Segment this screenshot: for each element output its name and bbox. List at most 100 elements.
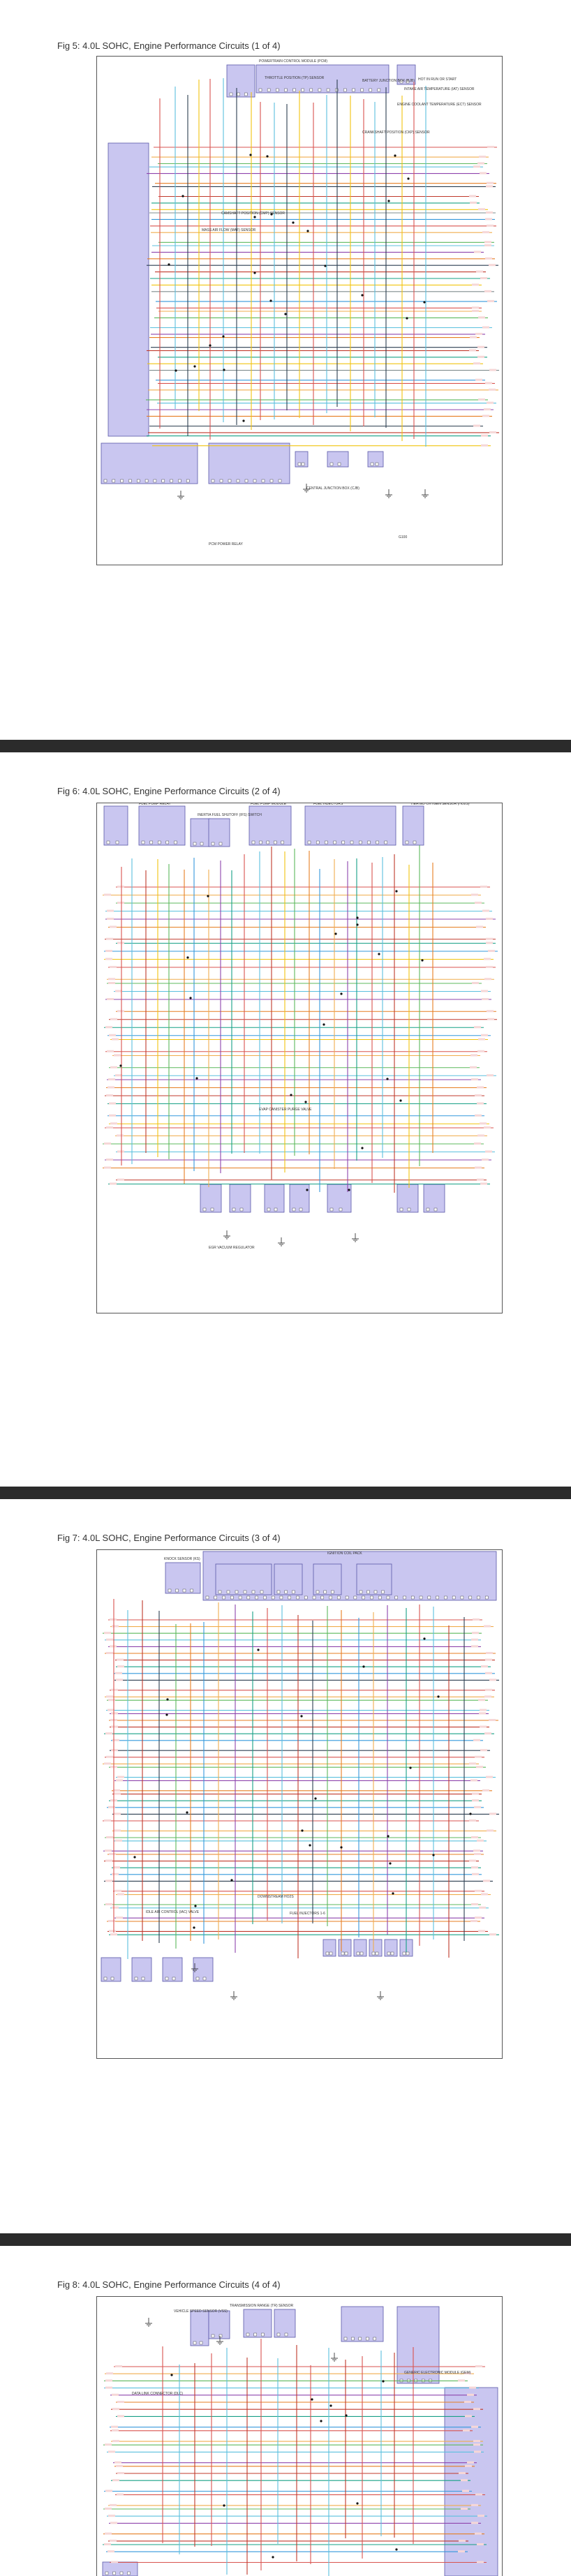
splice-dot [361, 1147, 364, 1149]
wire-label [482, 415, 489, 417]
wire-label [469, 1762, 476, 1765]
wire-label [114, 2461, 121, 2464]
component-box [369, 1939, 383, 1957]
component-box [208, 442, 290, 484]
ground-symbol [191, 1963, 198, 1972]
splice-dot [356, 916, 359, 919]
splice-dot [270, 213, 273, 216]
component-box [229, 1184, 251, 1213]
wire-label [471, 1903, 478, 1905]
component-label: GENERIC ELECTRONIC MODULE (GEM) [404, 2371, 471, 2375]
wire-label [486, 918, 493, 920]
wire-label [489, 1678, 496, 1681]
wire-label [461, 2508, 468, 2510]
ground-symbol [145, 2318, 152, 2327]
wire-label [487, 1010, 494, 1013]
wire-label [109, 1853, 116, 1855]
splice-dot [193, 365, 196, 368]
wire-label [471, 2522, 478, 2524]
wire-label [480, 1708, 487, 1711]
component-box [102, 2561, 138, 2576]
wire-label [463, 2429, 470, 2432]
component-box [423, 1184, 445, 1213]
wire-label [107, 1050, 114, 1052]
wire-label [469, 1859, 476, 1862]
wire-label [108, 1699, 115, 1702]
ground-symbol [377, 1991, 384, 2000]
wire-label [106, 1755, 113, 1758]
component-label: HOT IN RUN OR START [418, 77, 457, 82]
ground-symbol [385, 489, 392, 498]
component-label: HEATED OXYGEN SENSOR (HO2S) [411, 803, 470, 806]
wire-label [458, 2550, 465, 2553]
component-label: KNOCK SENSOR (KS) [164, 1557, 200, 1561]
wire-label [116, 1678, 123, 1681]
wire-label [114, 1812, 121, 1815]
wire-label [476, 1766, 483, 1769]
wire-label [477, 1050, 484, 1052]
wire-label [478, 1699, 485, 1702]
wire-label [112, 1873, 119, 1875]
wire-label [473, 165, 480, 168]
wire-label [105, 950, 112, 952]
wire-label [106, 2372, 113, 2375]
wire-label [482, 231, 489, 234]
wire-label [484, 1126, 491, 1129]
component-label: FUEL INJECTORS [313, 803, 343, 806]
wire-label [481, 434, 488, 437]
wire-label [112, 2429, 119, 2432]
ground-symbol [303, 484, 310, 493]
wire-label [484, 241, 491, 244]
wire-label [472, 306, 479, 309]
component-label: CRANKSHAFT POSITION (CKP) SENSOR [362, 131, 430, 135]
component-box [322, 1939, 336, 1957]
splice-dot [266, 155, 269, 158]
splice-dot [395, 2548, 398, 2551]
wire-label [117, 1178, 124, 1181]
splice-dot [242, 419, 245, 422]
splice-dot [345, 2414, 348, 2417]
wire-label [112, 2440, 119, 2443]
wire-label [477, 1086, 484, 1089]
component-box [356, 1563, 392, 1595]
wire-label [108, 2515, 115, 2517]
splice-dot [223, 368, 225, 371]
splice-dot [392, 1892, 394, 1895]
splice-dot [437, 1695, 440, 1698]
wire-label [116, 2464, 123, 2467]
wire-label [459, 2472, 466, 2474]
wire-label [106, 1695, 113, 1698]
wire-label [487, 401, 494, 404]
wire-label [475, 2493, 482, 2496]
wire-label [469, 349, 476, 352]
wire-label [483, 1879, 490, 1882]
wire-label [113, 1866, 120, 1869]
ground-symbol [331, 2353, 338, 2362]
wire-label [105, 1903, 112, 1905]
wire-label [480, 886, 487, 888]
ground-symbol [230, 1991, 237, 2000]
wire-label [109, 1102, 116, 1105]
component-box [243, 2309, 272, 2338]
splice-dot [194, 1905, 197, 1907]
wire-label [485, 218, 492, 221]
wire-label [115, 1074, 122, 1077]
splice-dot [133, 1856, 136, 1859]
wire-label [484, 1732, 491, 1735]
component-label: FUEL PUMP RELAY [139, 803, 171, 806]
component-box [138, 805, 186, 846]
ground-symbol [278, 1237, 285, 1246]
component-box [249, 805, 292, 846]
wire-label [477, 345, 484, 348]
splice-dot [314, 1797, 317, 1800]
wire-label [117, 1150, 124, 1153]
figure-separator [0, 2233, 571, 2246]
component-label: POWERTRAIN CONTROL MODULE (PCM) [259, 59, 327, 64]
wire-label [485, 1658, 492, 1661]
component-label: PCM POWER RELAY [209, 542, 243, 546]
splice-dot [304, 1101, 307, 1103]
wire-label [105, 1732, 112, 1735]
wire-label [106, 937, 113, 940]
wire-label [485, 1688, 492, 1691]
